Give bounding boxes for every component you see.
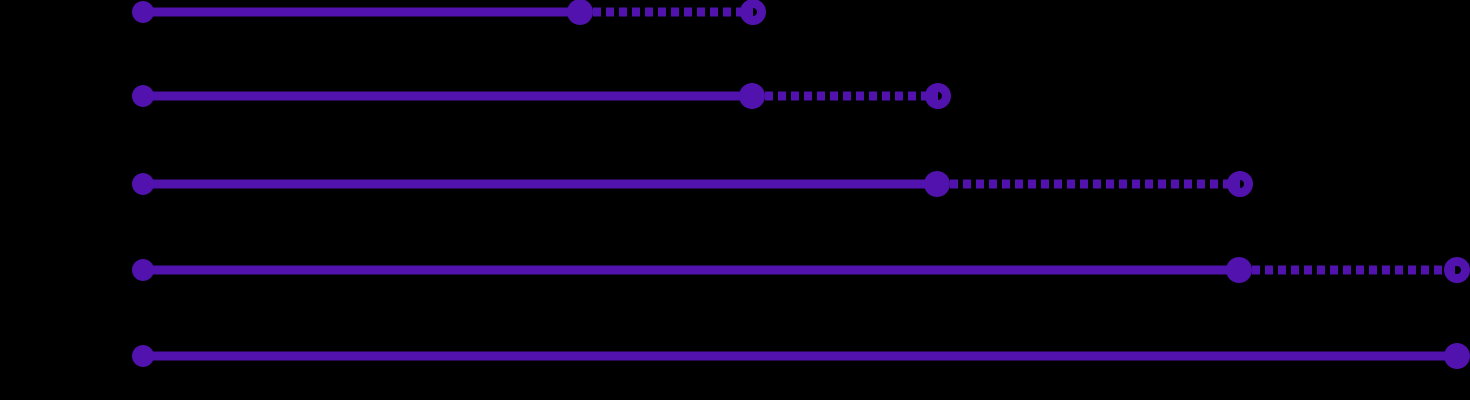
start-marker-circle[interactable] xyxy=(132,345,154,367)
end-marker-circle[interactable] xyxy=(1444,343,1470,369)
mid-marker-circle[interactable] xyxy=(1226,257,1252,283)
timeline-row[interactable] xyxy=(132,171,1253,197)
mid-marker-circle[interactable] xyxy=(567,0,593,25)
mid-marker-circle[interactable] xyxy=(924,171,950,197)
start-marker-circle[interactable] xyxy=(132,259,154,281)
mid-marker-circle[interactable] xyxy=(739,83,765,109)
start-marker-circle[interactable] xyxy=(132,85,154,107)
end-marker-ring[interactable] xyxy=(925,83,951,109)
timeline-row[interactable] xyxy=(132,0,766,25)
timeline-row[interactable] xyxy=(132,83,951,109)
end-marker-ring[interactable] xyxy=(1444,257,1470,283)
timeline-row[interactable] xyxy=(132,343,1470,369)
start-marker-circle[interactable] xyxy=(132,1,154,23)
end-marker-ring[interactable] xyxy=(1227,171,1253,197)
timeline-row[interactable] xyxy=(132,257,1470,283)
start-marker-circle[interactable] xyxy=(132,173,154,195)
end-marker-ring[interactable] xyxy=(740,0,766,25)
